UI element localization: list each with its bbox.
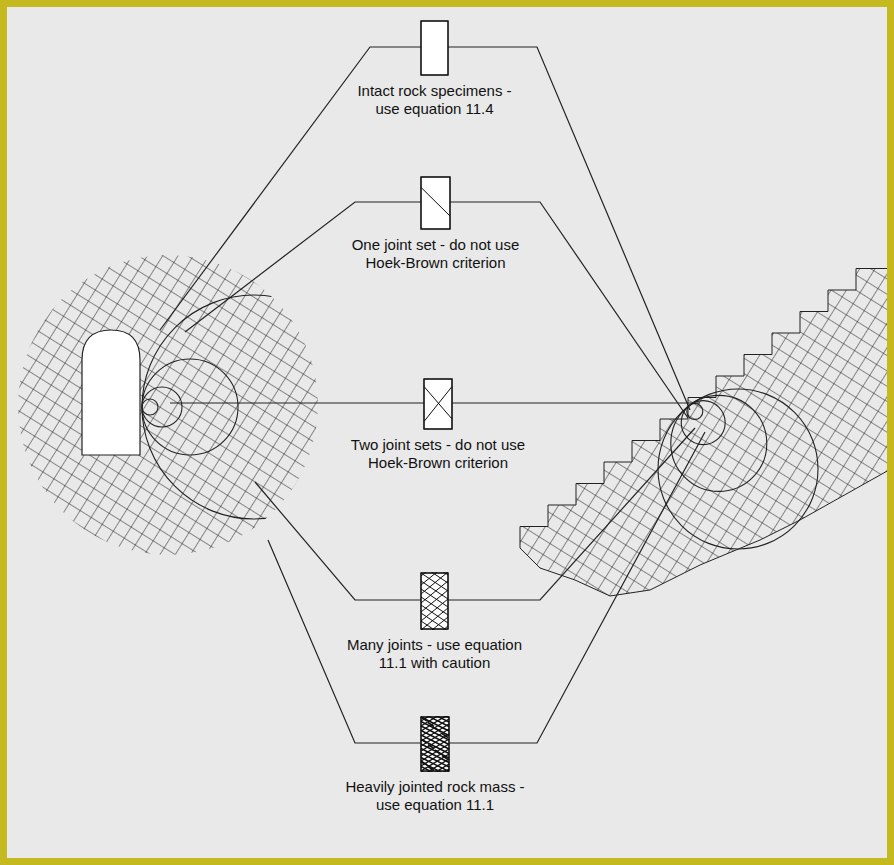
specimen-caption: Intact rock specimens - use equation 11.… [347, 82, 522, 118]
rock-specimen [420, 20, 449, 76]
specimen-caption: Many joints - use equation 11.1 with cau… [332, 636, 537, 672]
specimen-node: Heavily jointed rock mass - use equation… [333, 716, 538, 814]
zone-circles [142, 295, 818, 549]
specimen-caption: Two joint sets - do not use Hoek-Brown c… [336, 436, 541, 472]
specimen-node: Intact rock specimens - use equation 11.… [347, 20, 522, 118]
rock-specimen [420, 176, 451, 230]
rock-specimen [420, 572, 449, 630]
rock-specimen [420, 716, 450, 772]
leader-lines [160, 47, 705, 743]
specimen-node: One joint set - do not use Hoek-Brown cr… [333, 176, 538, 272]
specimen-node: Many joints - use equation 11.1 with cau… [332, 572, 537, 672]
rock-mass [18, 255, 318, 555]
rock-slope [520, 269, 887, 597]
specimen-node: Two joint sets - do not use Hoek-Brown c… [336, 378, 541, 472]
rock-specimen [423, 378, 453, 430]
specimen-caption: Heavily jointed rock mass - use equation… [333, 778, 538, 814]
specimen-caption: One joint set - do not use Hoek-Brown cr… [333, 236, 538, 272]
